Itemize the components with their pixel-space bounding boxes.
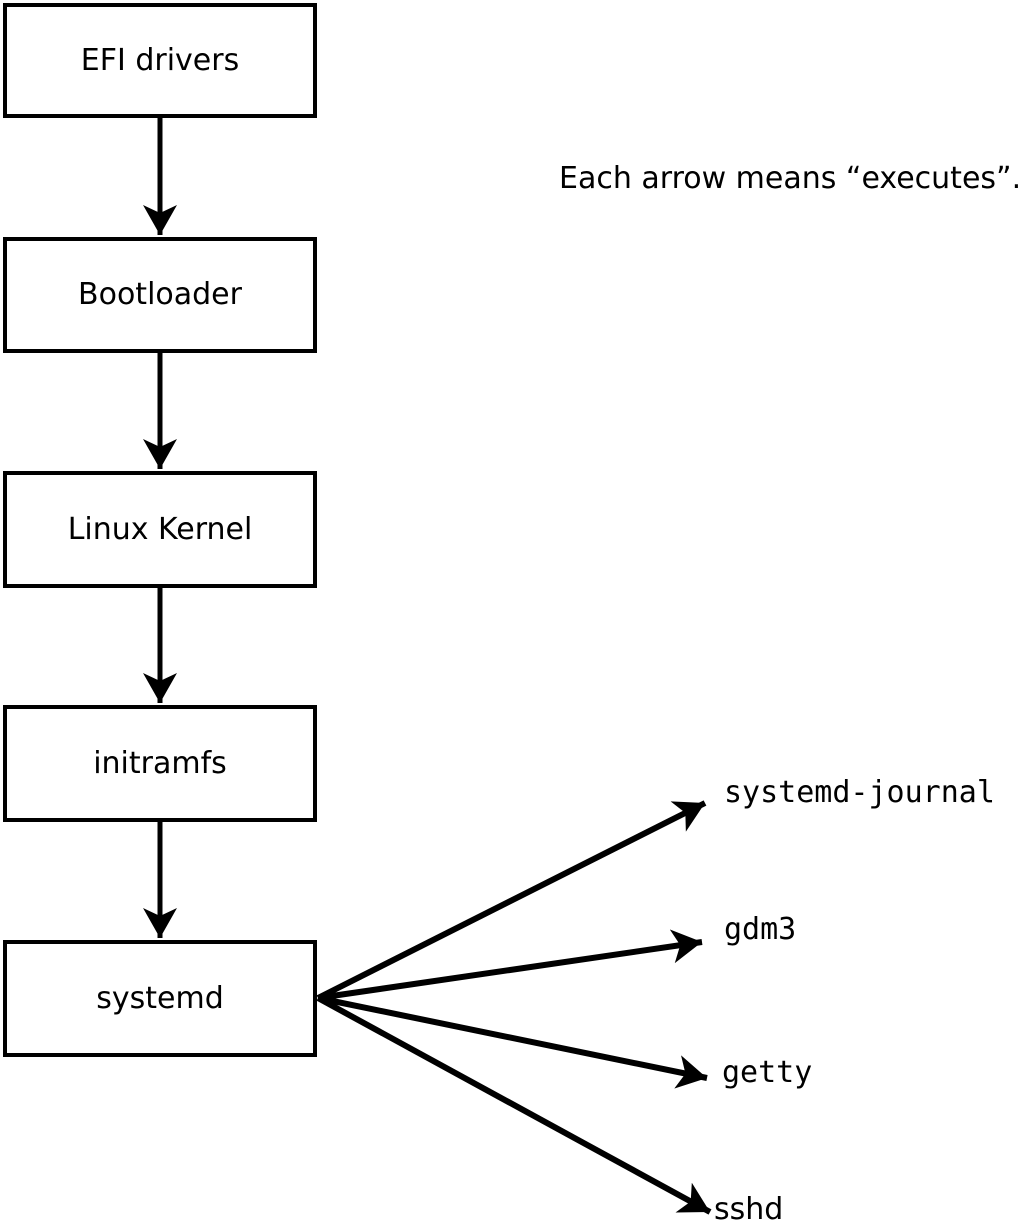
node-bootloader: Bootloader (3, 237, 317, 353)
arrow-systemd-to-getty (317, 995, 708, 1089)
label-sshd: sshd (714, 1192, 784, 1227)
arrow-systemd-to-journal (316, 800, 707, 1001)
node-initramfs: initramfs (3, 705, 317, 822)
label-getty: getty (722, 1055, 813, 1090)
label-gdm3: gdm3 (724, 912, 797, 947)
node-bootloader-label: Bootloader (78, 277, 242, 312)
node-linux-kernel: Linux Kernel (3, 471, 317, 588)
arrow-systemd-to-sshd (316, 995, 712, 1215)
node-systemd-label: systemd (96, 980, 224, 1016)
node-systemd: systemd (3, 940, 317, 1057)
label-systemd-journal: systemd-journal (724, 775, 995, 810)
arrow-meaning-caption: Each arrow means “executes”. (559, 161, 1022, 196)
node-initramfs-label: initramfs (93, 745, 227, 781)
arrow-systemd-to-gdm3 (317, 929, 703, 1001)
node-linux-kernel-label: Linux Kernel (67, 511, 253, 547)
node-efi-drivers-label: EFI drivers (80, 42, 240, 78)
node-efi-drivers: EFI drivers (3, 3, 317, 118)
